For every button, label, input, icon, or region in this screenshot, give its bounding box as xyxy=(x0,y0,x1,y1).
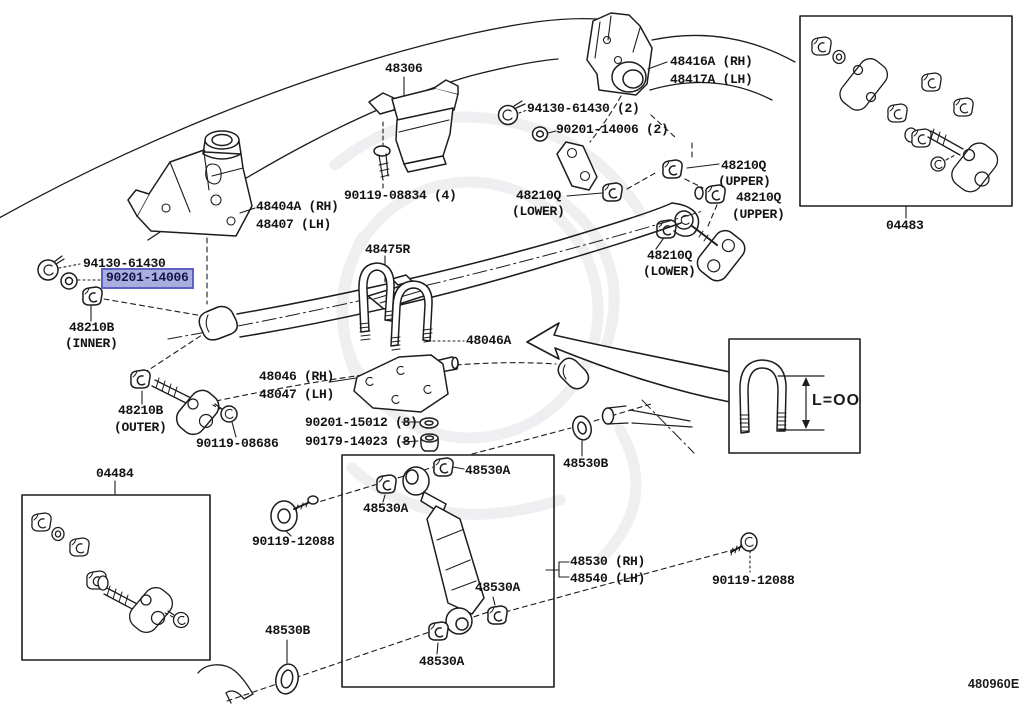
part-label-48540[interactable]: 48540 (LH) xyxy=(570,571,646,586)
part-label-90201-14006-x2[interactable]: 90201-14006 (2) xyxy=(556,122,669,137)
part-label-90119-08686[interactable]: 90119-08686 xyxy=(196,436,279,451)
part-label-48530b-top[interactable]: 48530B xyxy=(563,456,609,471)
qualifier-upper1: (UPPER) xyxy=(718,174,771,189)
qualifier-lower-left: (LOWER) xyxy=(512,204,565,219)
kit-04483-box xyxy=(799,15,1013,219)
part-label-48046[interactable]: 48046 (RH) xyxy=(259,369,335,384)
part-label-48210b-outer[interactable]: 48210B xyxy=(118,403,164,418)
spring-hanger-48416a-drawing xyxy=(586,12,668,143)
shock-absorber-box xyxy=(341,454,555,688)
part-label-48416a[interactable]: 48416A (RH) xyxy=(670,54,753,69)
part-label-48530a-1[interactable]: 48530A xyxy=(465,463,511,478)
shackle-48210q-drawing xyxy=(556,114,746,282)
washer-90201-icon-top xyxy=(531,126,557,142)
pin-48210b-outer-drawing xyxy=(130,369,238,438)
diagram-code: 480960E xyxy=(968,677,1020,691)
part-label-48306[interactable]: 48306 xyxy=(385,61,423,76)
bolt-94130-icon-top xyxy=(497,100,528,126)
washer-90201-icon-left xyxy=(60,272,102,290)
kit-label-04483[interactable]: 04483 xyxy=(886,218,924,233)
bracket-48404a-drawing xyxy=(127,130,256,305)
bolt-90119-12088-right-icon xyxy=(730,532,758,573)
part-label-48210q-upper1[interactable]: 48210Q xyxy=(721,158,767,173)
part-label-48530b-bottom[interactable]: 48530B xyxy=(265,623,311,638)
part-label-48047[interactable]: 48047 (LH) xyxy=(259,387,335,402)
u-bolt-length-box xyxy=(728,338,861,454)
part-label-90119-12088-left[interactable]: 90119-12088 xyxy=(252,534,335,549)
qualifier-outer: (OUTER) xyxy=(114,420,167,435)
qualifier-inner: (INNER) xyxy=(65,336,118,351)
part-label-48210b-inner[interactable]: 48210B xyxy=(69,320,115,335)
highlighted-part-number[interactable]: 90201-14006 xyxy=(101,268,194,289)
part-label-48210q-upper2[interactable]: 48210Q xyxy=(736,190,782,205)
spring-seat-48046-drawing xyxy=(329,354,459,452)
part-label-48407[interactable]: 48407 (LH) xyxy=(256,217,332,232)
u-bolts-48475r-drawing xyxy=(358,255,465,351)
part-label-48417a[interactable]: 48417A (LH) xyxy=(670,72,753,87)
qualifier-upper2: (UPPER) xyxy=(732,207,785,222)
shock-absorber-drawing xyxy=(226,403,737,702)
qualifier-lower-right: (LOWER) xyxy=(643,264,696,279)
bolt-94130-icon-left xyxy=(37,255,81,281)
part-label-48210q-lower-left[interactable]: 48210Q xyxy=(516,188,562,203)
bump-stop-48306-drawing xyxy=(368,76,459,191)
part-label-90119-08834[interactable]: 90119-08834 (4) xyxy=(344,188,457,203)
part-label-48530[interactable]: 48530 (RH) xyxy=(570,554,646,569)
part-label-48046a[interactable]: 48046A xyxy=(466,333,512,348)
part-label-94130-61430[interactable]: 94130-61430 xyxy=(83,256,166,271)
part-label-48404a[interactable]: 48404A (RH) xyxy=(256,199,339,214)
part-label-94130-61430-x2[interactable]: 94130-61430 (2) xyxy=(527,101,640,116)
part-label-48210q-lower-right[interactable]: 48210Q xyxy=(647,248,693,263)
grommet-48530b-top xyxy=(572,415,592,457)
part-label-48530a-2[interactable]: 48530A xyxy=(363,501,409,516)
kit-04484-box xyxy=(21,480,211,661)
bolt-90119-12088-left-icon xyxy=(270,495,319,537)
part-label-90179-14023[interactable]: 90179-14023 (8) xyxy=(305,434,418,449)
part-label-48530a-4[interactable]: 48530A xyxy=(419,654,465,669)
part-label-90119-12088-right[interactable]: 90119-12088 xyxy=(712,573,795,588)
grommet-48530b-bottom xyxy=(197,639,299,704)
callout-arrow xyxy=(526,322,731,403)
dimension-text-l: L=OO xyxy=(812,392,861,409)
axle-tube-stub xyxy=(601,399,695,454)
kit-label-04484[interactable]: 04484 xyxy=(96,466,134,481)
part-label-90201-15012[interactable]: 90201-15012 (8) xyxy=(305,415,418,430)
part-label-48475r[interactable]: 48475R xyxy=(365,242,411,257)
part-label-48530a-3[interactable]: 48530A xyxy=(475,580,521,595)
shock-label-bracket xyxy=(545,561,570,578)
